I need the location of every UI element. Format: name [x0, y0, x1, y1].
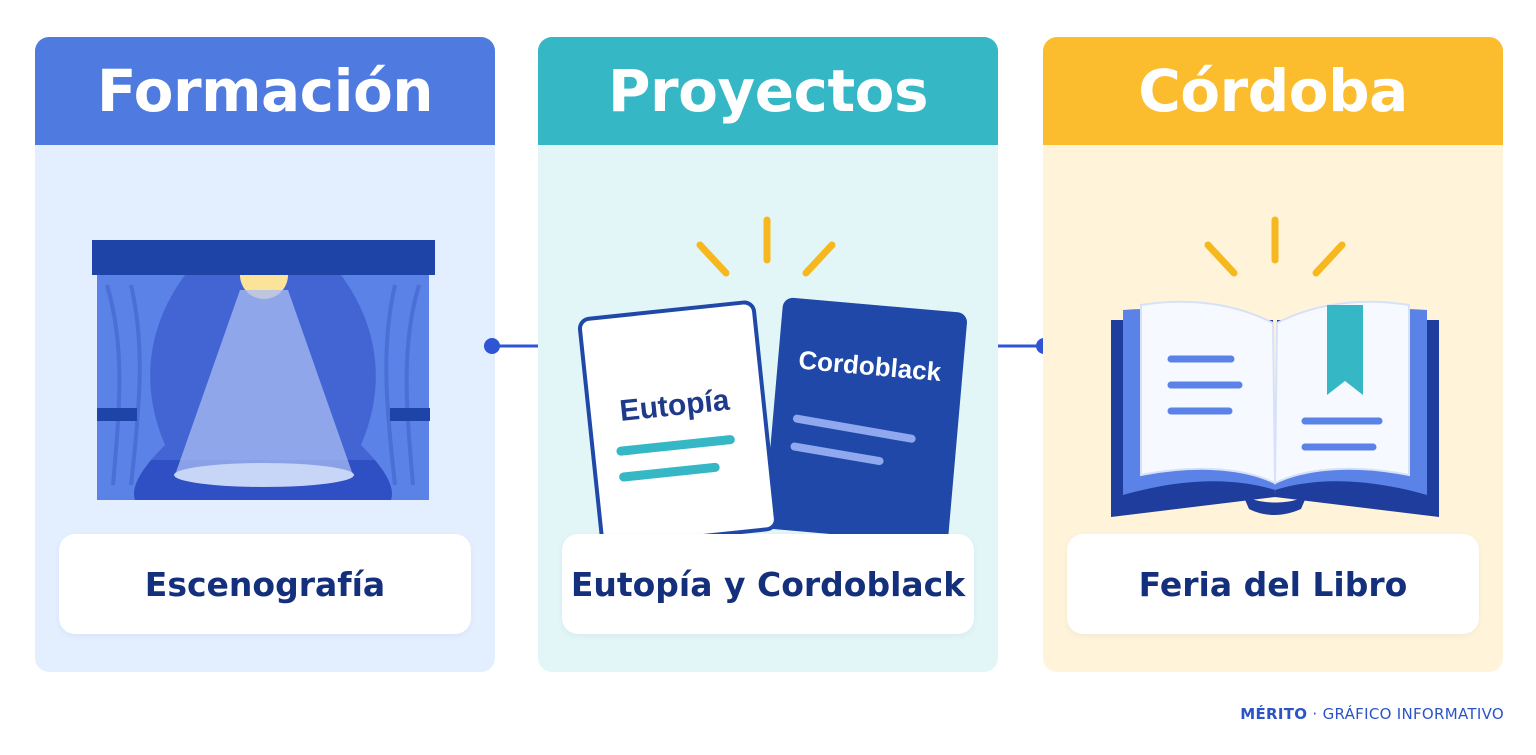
card-header-cordoba: Córdoba [1043, 37, 1503, 145]
card-header-proyectos: Proyectos [538, 37, 998, 145]
card-label-eutopia-cordoblack: Eutopía y Cordoblack [562, 534, 974, 634]
card-proyectos: Proyectos Cordoblack Eutopía Eutopía y C… [538, 37, 998, 672]
card-header-formacion: Formación [35, 37, 495, 145]
card-label-escenografia: Escenografía [59, 534, 471, 634]
open-book-icon [1043, 145, 1503, 535]
connector-line [484, 338, 540, 354]
footer-text: GRÁFICO INFORMATIVO [1322, 705, 1504, 723]
card-cordoba: Córdoba Feria [1043, 37, 1503, 672]
footer-brand: MÉRITO [1240, 705, 1308, 723]
footer-caption: MÉRITO · GRÁFICO INFORMATIVO [1240, 705, 1504, 723]
project-cards-icon: Cordoblack Eutopía [538, 145, 998, 548]
card-formacion: Formación Esce [35, 37, 495, 672]
theater-stage-icon [35, 145, 495, 535]
card-label-feria-del-libro: Feria del Libro [1067, 534, 1479, 634]
footer-separator: · [1307, 705, 1323, 723]
